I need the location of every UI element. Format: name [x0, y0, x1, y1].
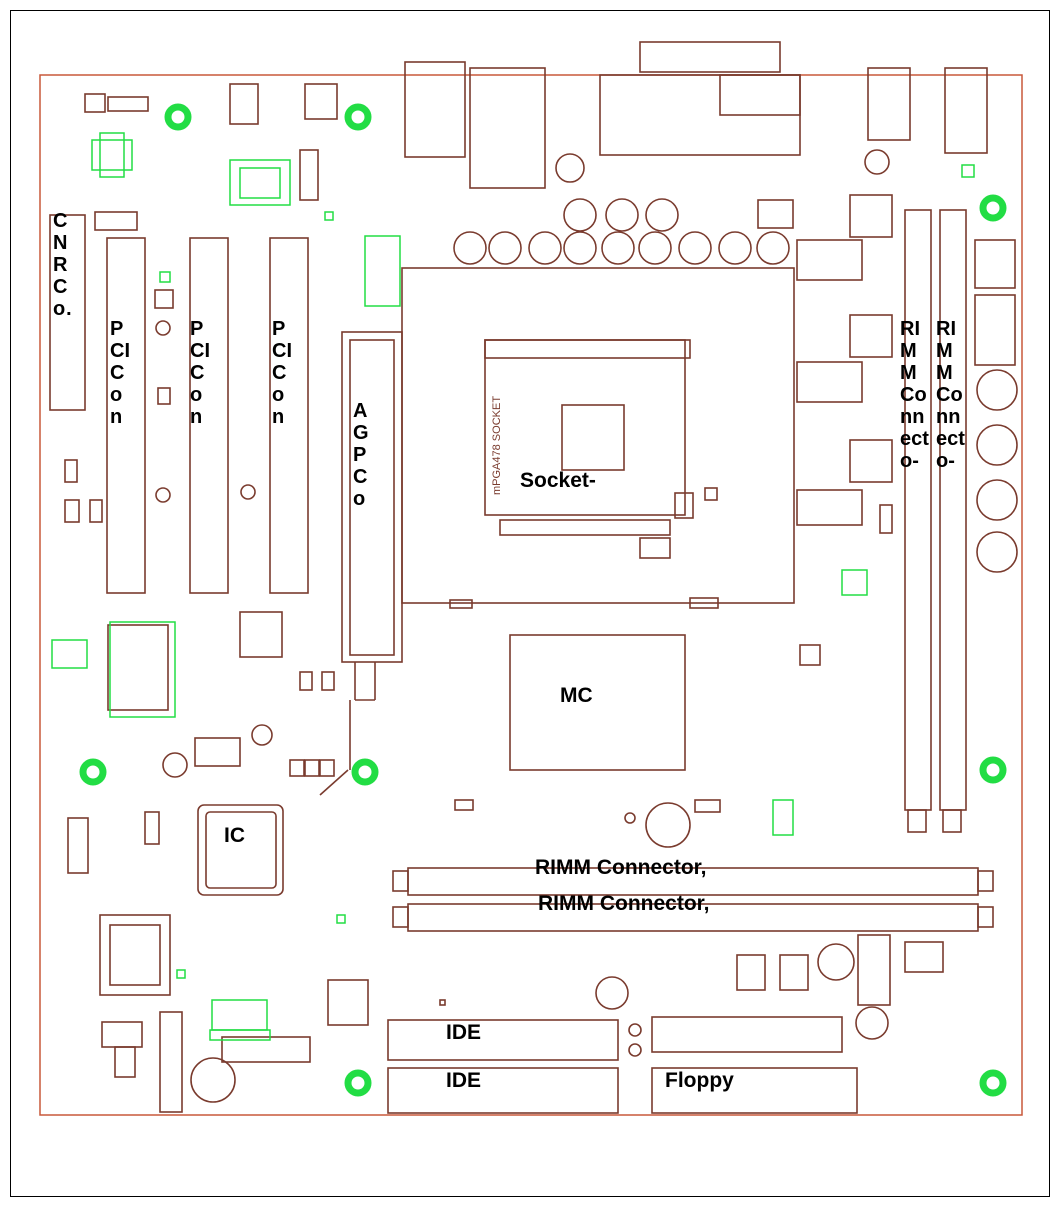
floppy-connector [651, 1067, 858, 1114]
pci-slot-2 [189, 237, 229, 594]
cnr-connector-label: CNRCo… [53, 210, 73, 320]
io-audio-jack [404, 61, 466, 158]
floppy-label: Floppy [665, 1069, 734, 1092]
rimm-vertical-1-label: RIMMConnecto- [900, 318, 929, 472]
memory-controller-chip [509, 634, 686, 771]
pci-slot-3 [269, 237, 309, 594]
socket-label: Socket- [520, 469, 596, 492]
socket-silkscreen-text: mPGA478 SOCKET [491, 396, 503, 495]
rimm-vertical-2-label: RIMMConnecto- [936, 318, 965, 472]
ide-connector-2 [387, 1067, 619, 1114]
south-bridge-chip [197, 804, 284, 896]
rimm-horizontal-2-label: RIMM Connector, [538, 892, 710, 915]
io-ps2 [867, 67, 911, 141]
memory-controller-label: MC [560, 684, 593, 707]
cnr-slot [49, 214, 86, 411]
pci-connector-3-label: PCICon [272, 318, 292, 428]
cpu-retention-frame [401, 267, 795, 604]
pci-connector-1-label: PCICon [110, 318, 130, 428]
capacitor-row [453, 149, 890, 265]
ide-connector-1 [387, 1019, 619, 1061]
ide-1-label: IDE [446, 1021, 482, 1044]
io-usb [469, 67, 546, 189]
board-outline [39, 74, 1023, 1116]
pci-connector-2-label: PCICon [190, 318, 210, 428]
mounting-hole-icon [79, 103, 1007, 1097]
floppy-connector-top [651, 1016, 843, 1053]
green-components [51, 132, 975, 1041]
ide-2-label: IDE [446, 1069, 482, 1092]
agp-connector-label: AGPCo [353, 400, 369, 510]
rimm-horizontal-1-label: RIMM Connector, [535, 856, 707, 879]
pci-slot-1 [106, 237, 146, 594]
ic-label: IC [224, 824, 245, 847]
